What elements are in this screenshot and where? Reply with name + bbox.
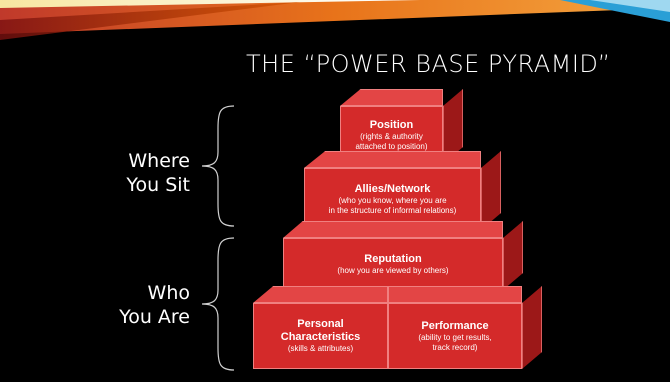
group-label-where-you-sit: Where You Sit	[100, 149, 190, 197]
allies-label: Allies/Network	[354, 182, 431, 195]
slide-title: THE “POWER BASE PYRAMID”	[246, 50, 611, 78]
personal-description: (skills & attributes)	[287, 344, 354, 353]
box-side-face	[503, 221, 523, 290]
decorative-header-stripes	[0, 0, 670, 40]
box-front-face: Allies/Network (who you know, where you …	[304, 168, 481, 230]
group-label-line: Who	[147, 282, 190, 304]
allies-description: in the structure of informal relations)	[328, 205, 457, 215]
box-performance: Performance (ability to get results, tra…	[388, 286, 542, 369]
position-description: attached to position)	[355, 141, 428, 151]
reputation-label: Reputation	[364, 252, 422, 265]
box-top-face	[283, 221, 503, 238]
box-allies-network: Allies/Network (who you know, where you …	[304, 151, 501, 230]
position-description: (rights & authority	[360, 131, 423, 141]
personal-label: Personal	[297, 318, 344, 330]
reputation-description: (how you are viewed by others)	[337, 265, 449, 275]
allies-description: (who you know, where you are	[338, 195, 447, 205]
box-side-face	[481, 151, 501, 230]
box-front-face: Personal Characteristics (skills & attri…	[253, 303, 388, 369]
box-top-face	[340, 89, 443, 106]
position-label: Position	[369, 118, 414, 131]
group-label-line: You Are	[119, 306, 190, 328]
performance-label: Performance	[421, 319, 489, 332]
box-top-face	[304, 151, 481, 168]
box-front-face: Performance (ability to get results, tra…	[388, 303, 522, 369]
personal-label: Characteristics	[280, 331, 361, 343]
brace-who-you-are	[201, 237, 235, 371]
box-top-face	[388, 286, 522, 303]
brace-where-you-sit	[201, 105, 235, 227]
box-reputation: Reputation (how you are viewed by others…	[283, 221, 523, 290]
box-front-face: Reputation (how you are viewed by others…	[283, 238, 503, 290]
box-top-face	[253, 286, 388, 303]
group-label-who-you-are: Who You Are	[100, 281, 190, 329]
performance-description: (ability to get results,	[418, 332, 492, 342]
performance-description: track record)	[432, 342, 478, 352]
box-side-face	[522, 286, 542, 369]
group-label-line: You Sit	[126, 174, 190, 196]
group-label-line: Where	[128, 150, 190, 172]
box-personal-characteristics: Personal Characteristics (skills & attri…	[253, 286, 388, 369]
